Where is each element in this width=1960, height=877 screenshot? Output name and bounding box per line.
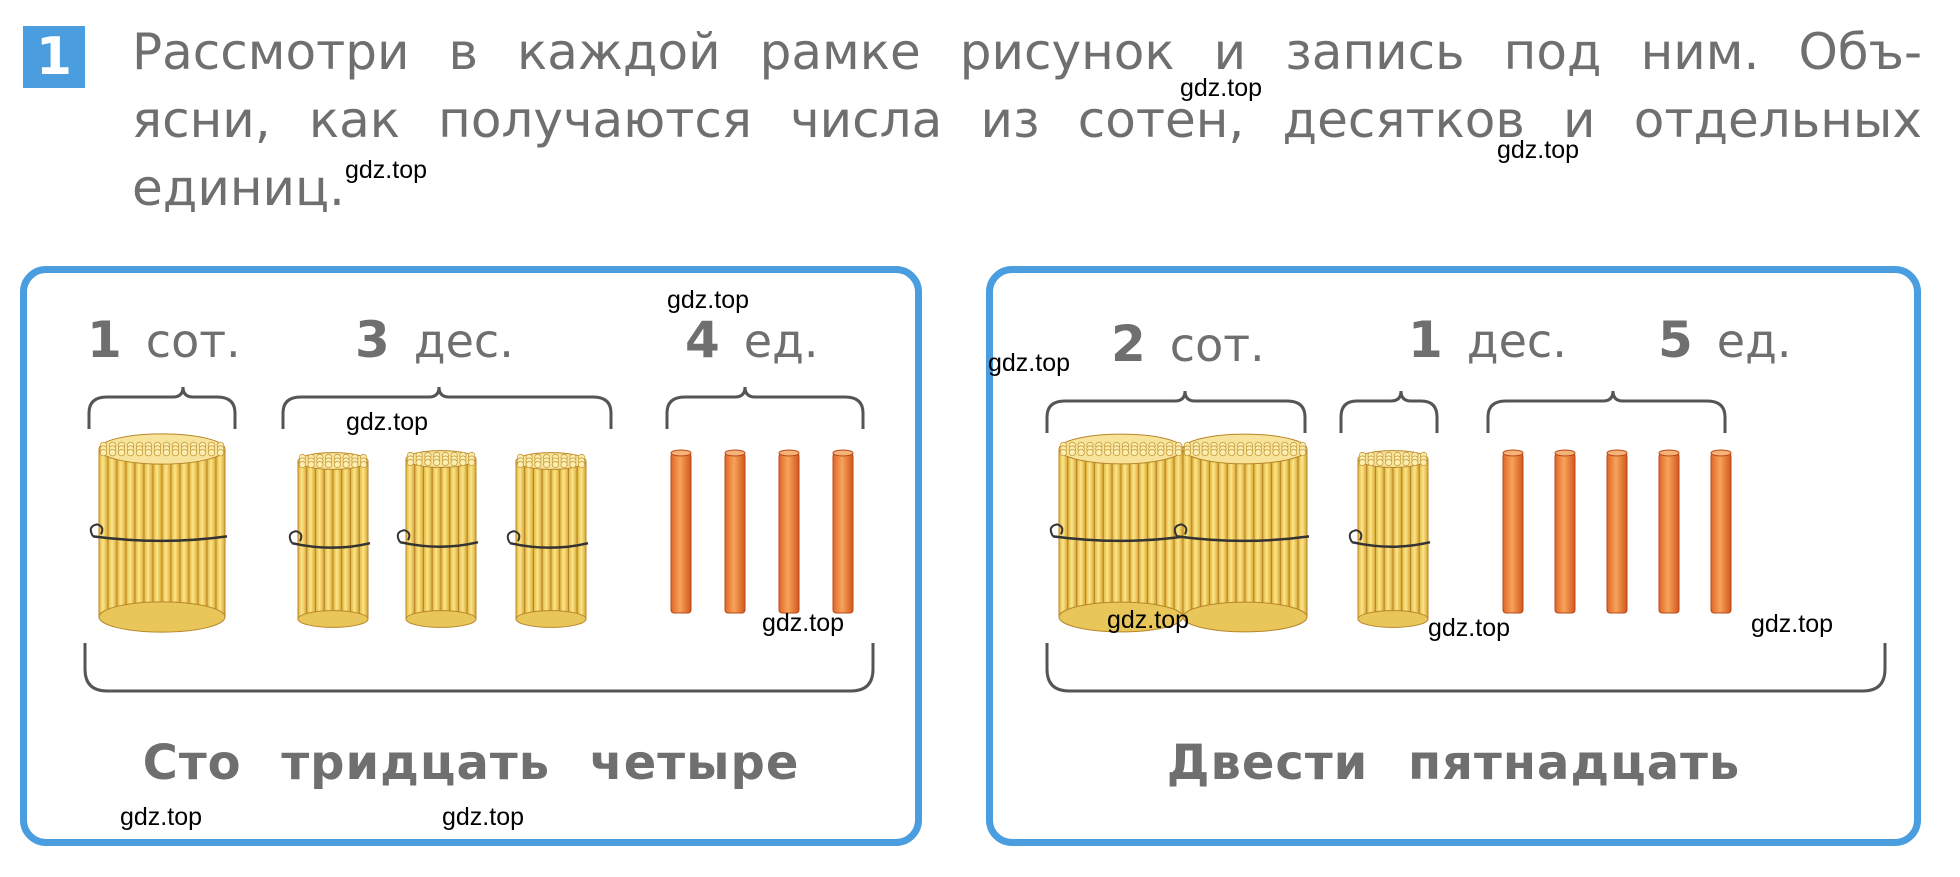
units-digit: 4 (685, 311, 720, 369)
brace-hundreds (1045, 390, 1307, 433)
task-text: Рассмотри в каждой рамке рисунок и запис… (132, 23, 1922, 217)
hundred-bundle (1049, 433, 1186, 633)
tens-digit: 3 (355, 311, 390, 369)
ten-bundle (1348, 450, 1431, 628)
single-stick (1554, 449, 1576, 614)
watermark: gdz.top (1751, 610, 1834, 638)
tens-digit: 1 (1408, 311, 1443, 369)
single-stick (1606, 449, 1628, 614)
ten-bundle (506, 452, 589, 628)
hundreds-digit: 2 (1111, 315, 1146, 373)
single-stick (1710, 449, 1732, 614)
brace-total (1045, 643, 1887, 693)
single-stick (1502, 449, 1524, 614)
watermark: gdz.top (988, 349, 1071, 377)
brace-units (665, 386, 865, 429)
watermark: gdz.top (346, 408, 429, 436)
watermark: gdz.top (1428, 614, 1511, 642)
watermark: gdz.top (1180, 74, 1263, 102)
tens-unit: дес. (1466, 314, 1567, 368)
watermark: gdz.top (667, 286, 750, 314)
number-caption: Двести пятнадцать (1166, 735, 1741, 791)
watermark: gdz.top (1107, 606, 1190, 634)
watermark: gdz.top (120, 803, 203, 831)
single-stick (1658, 449, 1680, 614)
watermark: gdz.top (442, 803, 525, 831)
single-stick (832, 449, 854, 614)
number-caption: Сто тридцать четыре (142, 735, 800, 791)
watermark: gdz.top (345, 156, 428, 184)
tens-unit: дес. (413, 314, 514, 368)
units-digit: 5 (1658, 311, 1693, 369)
brace-units (1486, 390, 1727, 433)
brace-tens (1339, 390, 1439, 433)
units-unit: ед. (1716, 314, 1792, 368)
panel-134-illustration (83, 386, 875, 693)
single-stick (778, 449, 800, 614)
hundreds-unit: сот. (145, 314, 241, 368)
ten-bundle (288, 452, 371, 628)
watermark: gdz.top (1497, 136, 1580, 164)
hundreds-unit: сот. (1169, 318, 1265, 372)
hundreds-digit: 1 (87, 311, 122, 369)
single-stick (724, 449, 746, 614)
ten-bundle (396, 450, 479, 628)
brace-total (83, 643, 875, 693)
units-unit: ед. (743, 314, 819, 368)
watermark: gdz.top (762, 609, 845, 637)
task-number: 1 (35, 27, 73, 87)
brace-tens (281, 386, 613, 429)
brace-hundreds (87, 386, 237, 429)
single-stick (670, 449, 692, 614)
task-number-badge: 1 (23, 26, 85, 88)
panel-215-illustration (1045, 390, 1887, 693)
hundred-bundle (1173, 433, 1310, 633)
hundred-bundle (89, 433, 228, 633)
